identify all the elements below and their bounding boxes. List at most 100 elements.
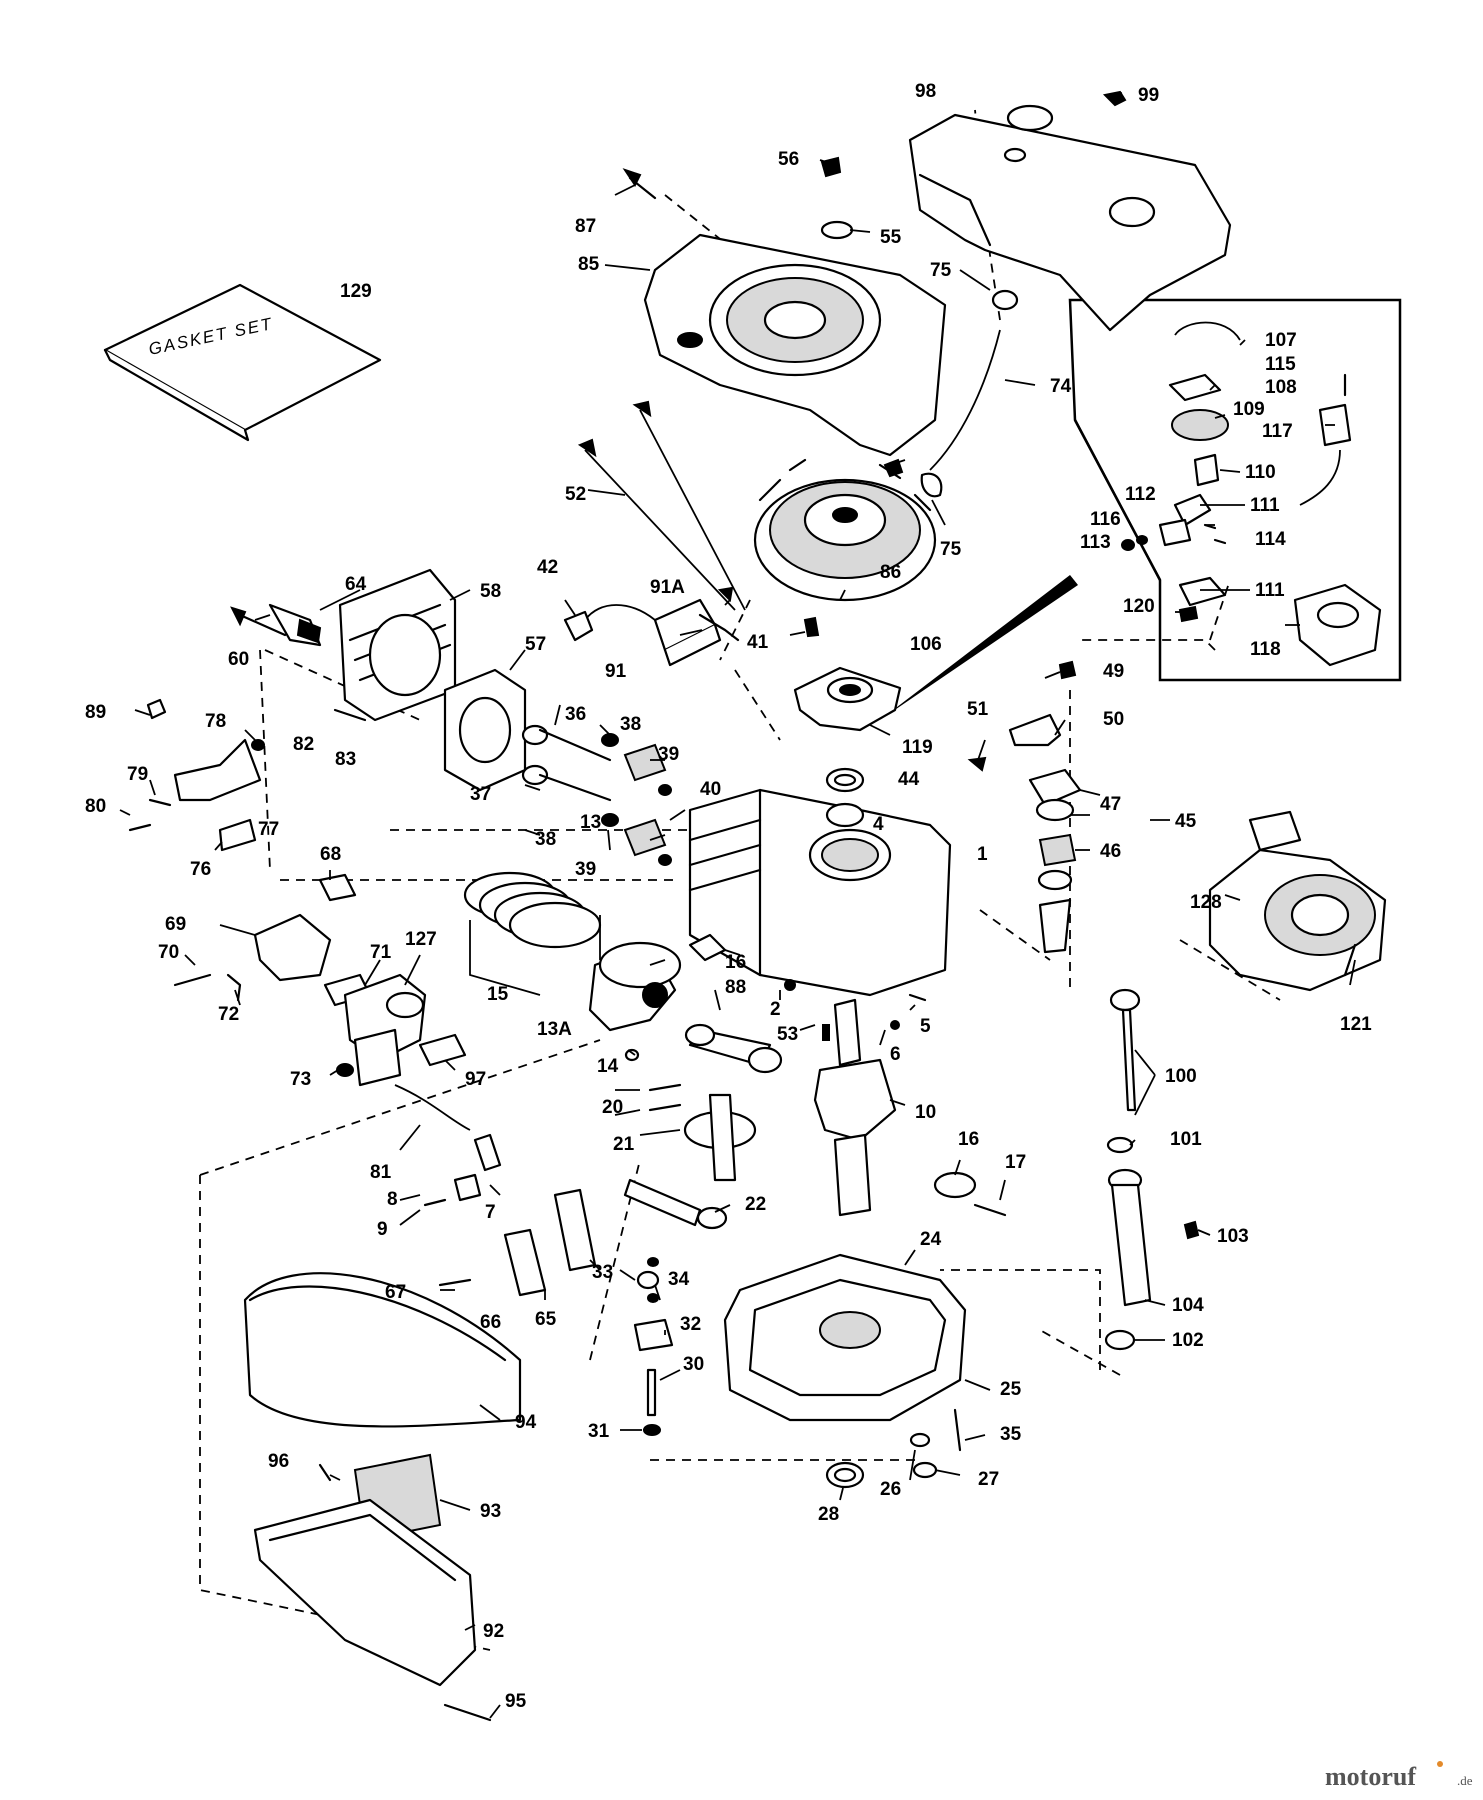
watermark-accent-dot (1437, 1761, 1443, 1767)
watermark: motoruf .de (1325, 1761, 1473, 1791)
callout-96: 96 (268, 1451, 289, 1472)
callout-4: 4 (873, 814, 884, 835)
gasket-47 (1035, 798, 1075, 822)
bracket-77-78 (173, 738, 265, 802)
callout-85: 85 (578, 254, 600, 275)
piston-rings-13 (463, 871, 602, 996)
rod-cap-16 (933, 1171, 977, 1199)
callout-88: 88 (725, 977, 746, 998)
fuel-tank (908, 104, 1232, 332)
nut-73 (336, 1063, 354, 1077)
keeper-40 (658, 784, 672, 866)
callout-69: 69 (165, 914, 186, 935)
flywheel-106 (753, 458, 937, 602)
callout-100: 100 (1165, 1066, 1197, 1087)
bracket-111 (1178, 576, 1227, 607)
callout-116: 116 (1090, 509, 1121, 530)
callout-68: 68 (320, 844, 341, 865)
callout-86: 86 (880, 562, 901, 583)
ignition-coil-91 (653, 598, 740, 667)
callout-58: 58 (480, 581, 501, 602)
callout-28: 28 (818, 1504, 839, 1525)
callout-93: 93 (480, 1501, 501, 1522)
seal-4 (825, 802, 865, 828)
tube-50 (1008, 713, 1062, 747)
callout-73: 73 (290, 1069, 311, 1090)
valve-spring-upper-39 (623, 743, 667, 782)
callout-103: 103 (1217, 1226, 1249, 1247)
line-clamp-75 (920, 472, 943, 498)
callout-13A: 13A (537, 1019, 572, 1040)
callout-16a: 16 (725, 952, 746, 973)
plug-wire-42 (563, 604, 656, 642)
callout-36: 36 (565, 704, 586, 725)
callout-1: 1 (977, 844, 988, 865)
camshaft-gear-21 (683, 1093, 757, 1182)
callout-45: 45 (1175, 811, 1197, 832)
callout-82: 82 (293, 734, 314, 755)
callout-37: 37 (470, 784, 491, 805)
governor-32 (633, 1318, 674, 1352)
callout-44: 44 (898, 769, 920, 790)
callout-118: 118 (1250, 639, 1281, 660)
point-set-111 (1173, 493, 1212, 527)
callout-79: 79 (127, 764, 148, 785)
pin-6 (890, 1020, 900, 1030)
callout-labels: 99 98 56 55 87 85 75 74 129 107 115 108 … (85, 81, 1372, 1712)
callout-55: 55 (880, 227, 902, 248)
bearing-plate-119 (793, 666, 902, 732)
callout-14: 14 (597, 1056, 619, 1077)
callout-35: 35 (1000, 1424, 1022, 1445)
screw-49 (1058, 660, 1077, 680)
callout-87: 87 (575, 216, 596, 237)
callout-32: 32 (680, 1314, 701, 1335)
washer-31 (643, 1424, 661, 1436)
callout-76: 76 (190, 859, 211, 880)
callout-129: 129 (340, 281, 372, 302)
pin-83 (333, 708, 367, 722)
plug-27 (912, 1461, 938, 1479)
oring-101 (1106, 1136, 1134, 1154)
screws-114 (1203, 523, 1227, 545)
callout-92: 92 (483, 1621, 504, 1642)
callout-67: 67 (385, 1282, 406, 1303)
callout-81: 81 (370, 1162, 392, 1183)
callout-83: 83 (335, 749, 356, 770)
fill-tube-104 (1107, 1168, 1152, 1307)
screw-72 (226, 973, 242, 1002)
callout-49: 49 (1103, 661, 1124, 682)
callout-77: 77 (258, 819, 279, 840)
intake-elbow-69 (253, 913, 332, 982)
callout-117: 117 (1262, 421, 1293, 442)
pin-2 (784, 979, 796, 991)
callout-38a: 38 (620, 714, 641, 735)
fuel-line-74 (929, 289, 1019, 471)
watermark-suffix: .de (1457, 1773, 1473, 1788)
screw-96 (318, 1463, 332, 1482)
callout-94: 94 (515, 1412, 537, 1433)
callout-5: 5 (920, 1016, 931, 1037)
governor-parts-33-34 (636, 1257, 660, 1303)
callout-114: 114 (1255, 529, 1286, 550)
insulator-120 (1178, 605, 1199, 623)
callout-109: 109 (1233, 399, 1265, 420)
callout-72: 72 (218, 1004, 239, 1025)
callout-7: 7 (485, 1202, 496, 1223)
callout-128: 128 (1190, 892, 1222, 913)
head-gasket-57 (443, 668, 527, 792)
callout-46: 46 (1100, 841, 1121, 862)
connecting-rod-16 (684, 1023, 783, 1074)
callout-120: 120 (1123, 596, 1155, 617)
callout-71: 71 (370, 942, 392, 963)
link-81 (394, 1084, 471, 1131)
seal-28 (825, 1461, 865, 1489)
cover-108 (1168, 373, 1222, 402)
screw-121 (1343, 943, 1357, 977)
callout-104: 104 (1172, 1295, 1204, 1316)
carburetor-127 (343, 973, 427, 1087)
callout-102: 102 (1172, 1330, 1204, 1351)
callout-97: 97 (465, 1069, 486, 1090)
callout-6: 6 (890, 1044, 901, 1065)
gasket-68 (318, 873, 357, 902)
